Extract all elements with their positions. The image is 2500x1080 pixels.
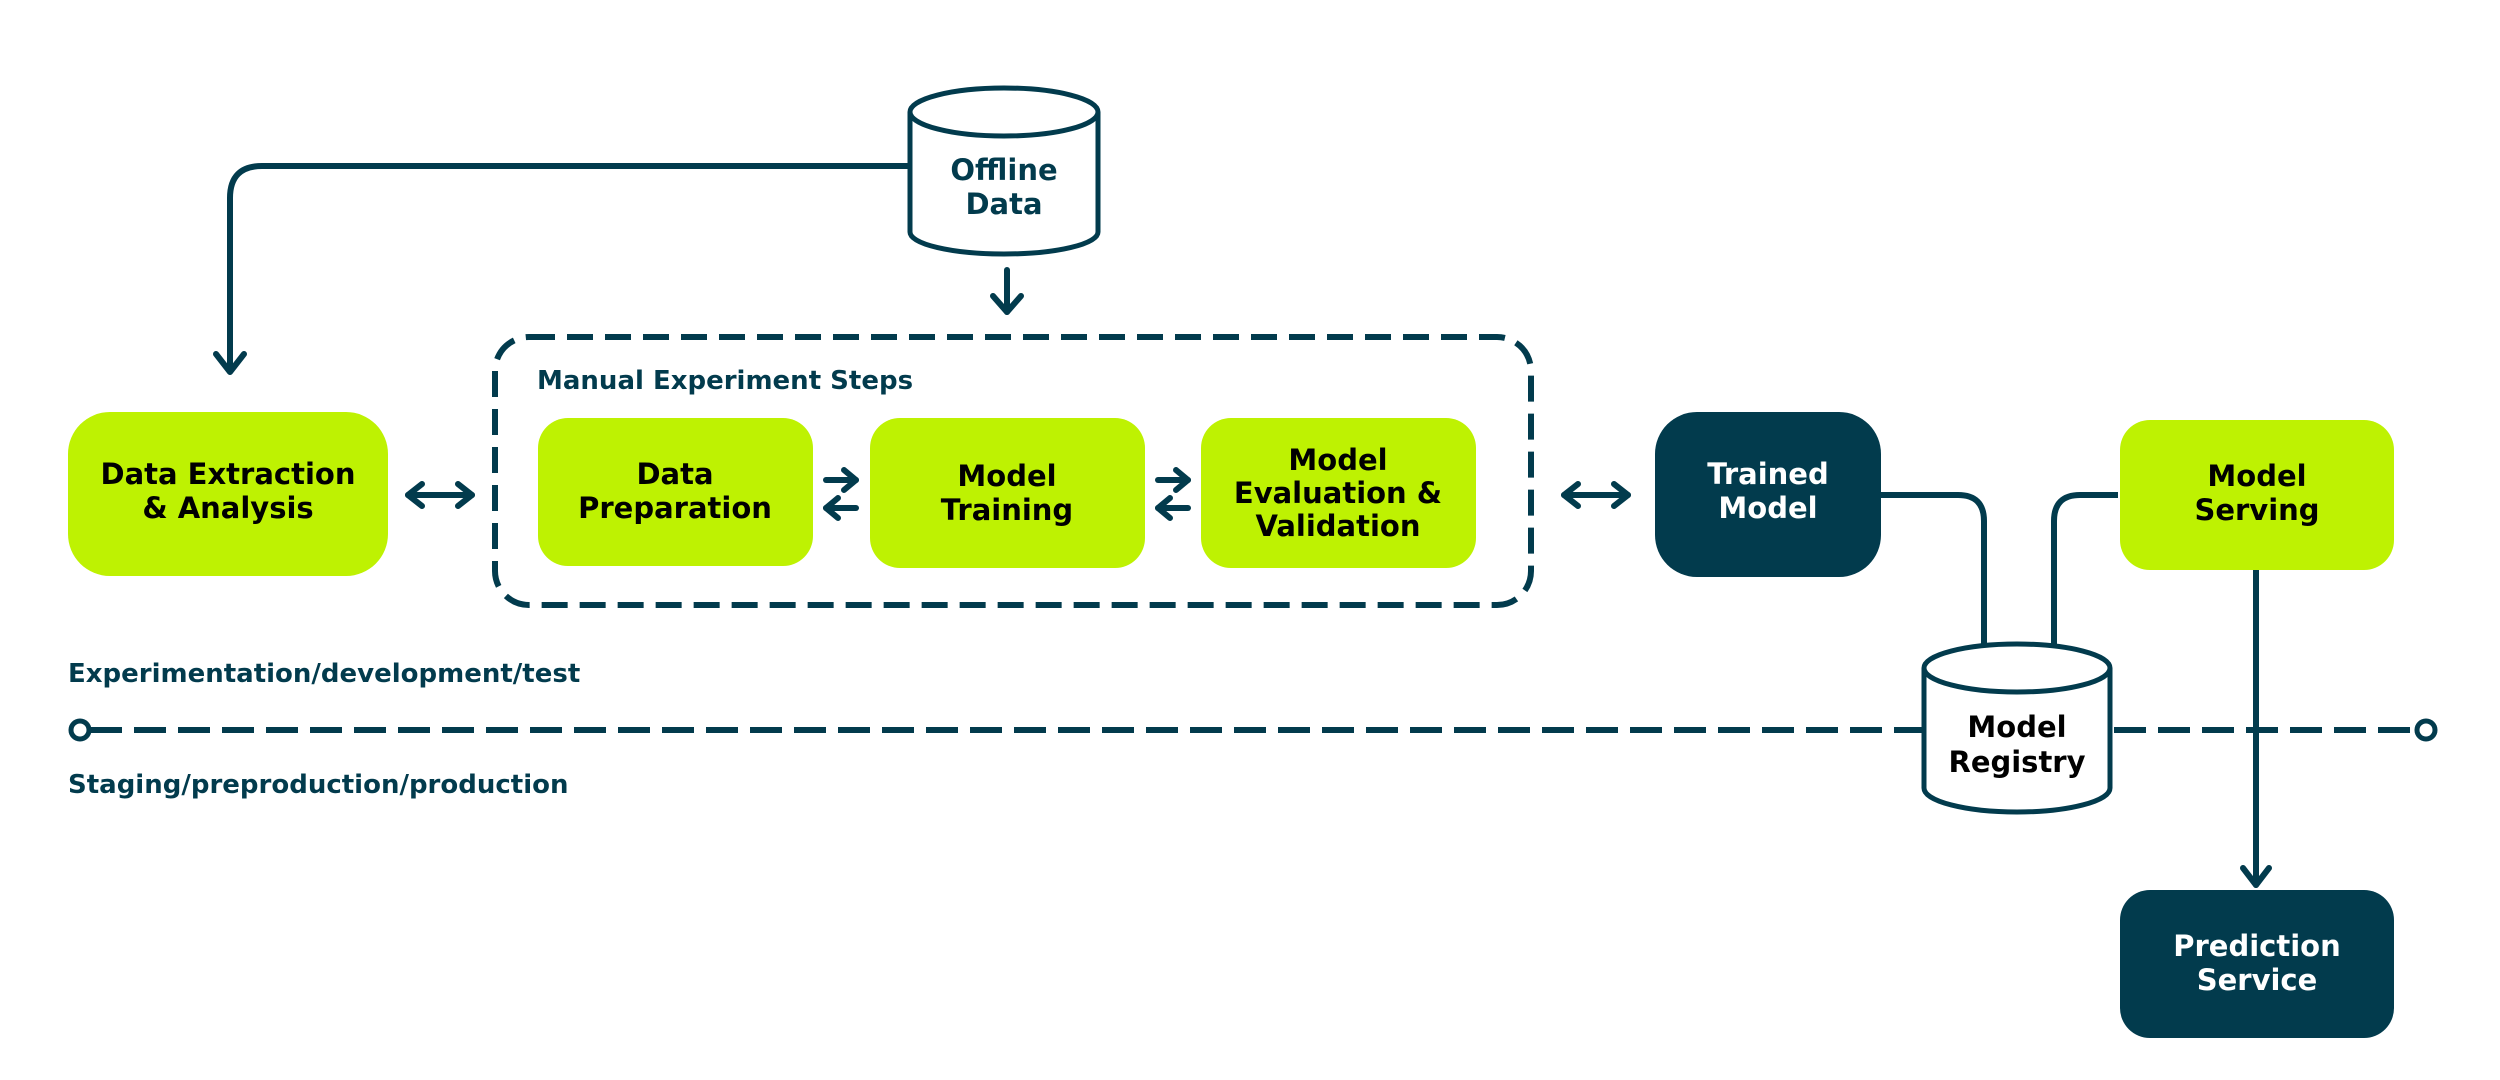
offline-data-label-1: Offline: [950, 153, 1057, 187]
manual-experiment-steps-group: [492, 334, 1534, 608]
model-serving-label-2: Serving: [2194, 493, 2319, 527]
model-registry-label-1: Model: [1967, 710, 2066, 744]
arrow-down-to-prediction: [2240, 865, 2272, 888]
double-arrow-group-trained: [1561, 481, 1631, 509]
experimentation-label: Experimentation/development/test: [68, 659, 580, 689]
model-evaluation-label-2: Evaluation &: [1234, 476, 1442, 510]
connector-serving-to-registry: [2051, 492, 2118, 674]
prediction-service-node: Prediction Service: [2120, 890, 2394, 1038]
staging-label: Staging/preproduction/production: [68, 770, 569, 800]
model-training-label-1: Model: [957, 459, 1056, 493]
data-preparation-node: Data Preparation: [538, 418, 813, 566]
model-evaluation-label-3: Validation: [1255, 509, 1420, 543]
arrow-down-to-extraction: [213, 351, 247, 375]
connector-offline-to-extraction: [227, 163, 910, 372]
trained-model-label-1: Trained: [1707, 457, 1828, 491]
model-serving-label-1: Model: [2207, 459, 2306, 493]
model-training-node: Model Training: [870, 418, 1145, 568]
trained-model-node: Trained Model: [1655, 412, 1881, 577]
model-training-label-2: Training: [941, 493, 1073, 527]
group-title: Manual Experiment Steps: [537, 366, 913, 396]
separator-start-node: [68, 718, 92, 742]
arrow-down-to-group: [990, 293, 1024, 315]
data-extraction-node: Data Extraction & Analysis: [68, 412, 388, 576]
prediction-service-label-1: Prediction: [2173, 929, 2341, 963]
data-preparation-label-1: Data: [636, 457, 713, 491]
model-evaluation-node: Model Evaluation & Validation: [1201, 418, 1476, 568]
arrows-training-evaluation: [1155, 467, 1191, 521]
data-preparation-label-2: Preparation: [578, 491, 772, 525]
trained-model-label-2: Model: [1718, 491, 1817, 525]
model-serving-node: Model Serving: [2120, 420, 2394, 570]
offline-data-store: Offline Data: [907, 85, 1101, 257]
model-registry-store: Model Registry: [1921, 641, 2113, 815]
model-registry-label-2: Registry: [1948, 745, 2085, 779]
connector-trained-to-registry: [1880, 492, 1987, 674]
double-arrow-extraction-group: [405, 481, 475, 509]
separator-end-node: [2414, 718, 2438, 742]
offline-data-label-2: Data: [965, 187, 1042, 221]
data-extraction-label-2: & Analysis: [142, 491, 313, 525]
data-extraction-label-1: Data Extraction: [101, 457, 356, 491]
model-evaluation-label-1: Model: [1288, 443, 1387, 477]
prediction-service-label-2: Service: [2197, 963, 2318, 997]
arrows-preparation-training: [823, 467, 859, 521]
